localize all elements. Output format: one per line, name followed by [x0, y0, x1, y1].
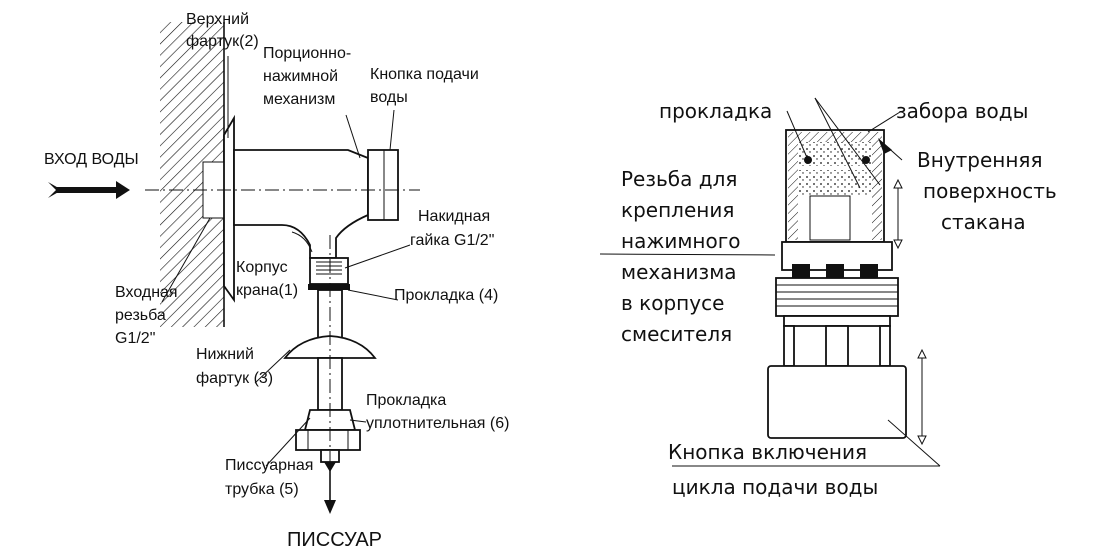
label-push-mech-3: механизм — [263, 91, 335, 108]
label-seal-gasket-1: Прокладка — [366, 392, 446, 409]
label-inner-surface-2: поверхность — [923, 179, 1057, 203]
stem-center — [825, 325, 849, 367]
label-thread-4: механизма — [621, 260, 737, 284]
label-button-2: воды — [370, 89, 408, 106]
label-thread-2: крепления — [621, 198, 734, 222]
urinal-pipe-nut — [295, 429, 361, 451]
label-body-1: Корпус — [236, 259, 288, 276]
right-mechanism-drawing — [599, 97, 941, 467]
stem-right — [879, 325, 891, 367]
label-push-mech-1: Порционно- — [263, 45, 351, 62]
water-button — [367, 149, 399, 221]
label-thread-5: в корпусе — [621, 291, 724, 315]
stem-left — [783, 325, 795, 367]
label-inlet-thread-3: G1/2" — [115, 330, 155, 347]
label-intake: забора воды — [896, 99, 1028, 123]
label-urinal-pipe-2: трубка (5) — [225, 481, 299, 498]
label-gasket-right: прокладка — [659, 99, 772, 123]
label-inner-surface-1: Внутренняя — [917, 148, 1043, 172]
label-upper-apron-2: фартук(2) — [186, 33, 259, 50]
left-faucet-drawing — [48, 22, 420, 514]
label-start-button-1: Кнопка включения — [668, 440, 867, 464]
label-body-2: крана(1) — [236, 282, 298, 299]
label-urinal-pipe-1: Писсуарная — [225, 457, 313, 474]
label-union-nut-1: Накидная — [418, 208, 490, 225]
start-button-shape — [767, 365, 907, 439]
label-thread-1: Резьба для — [621, 167, 737, 191]
label-push-mech-2: нажимной — [263, 68, 338, 85]
label-start-button-2: цикла подачи воды — [672, 475, 878, 499]
label-inlet-thread-1: Входная — [115, 284, 178, 301]
label-lower-apron-2: фартук (3) — [196, 370, 273, 387]
label-gasket-4: Прокладка (4) — [394, 287, 498, 304]
gasket-4 — [308, 284, 350, 290]
faucet-body — [233, 149, 369, 259]
label-inner-surface-3: стакана — [941, 210, 1026, 234]
label-button-1: Кнопка подачи — [370, 66, 479, 83]
label-inlet: ВХОД ВОДЫ — [44, 151, 139, 168]
label-seal-gasket-2: уплотнительная (6) — [366, 415, 509, 432]
label-lower-apron-1: Нижний — [196, 346, 254, 363]
label-thread-6: смесителя — [621, 322, 732, 346]
upper-apron — [223, 114, 235, 303]
label-inlet-thread-2: резьба — [115, 307, 166, 324]
mechanism-thread — [775, 277, 899, 317]
label-upper-apron-1: Верхний — [186, 11, 249, 28]
label-union-nut-2: гайка G1/2" — [410, 232, 494, 249]
label-thread-3: нажимного — [621, 229, 741, 253]
label-urinal: ПИССУАР — [287, 529, 382, 551]
